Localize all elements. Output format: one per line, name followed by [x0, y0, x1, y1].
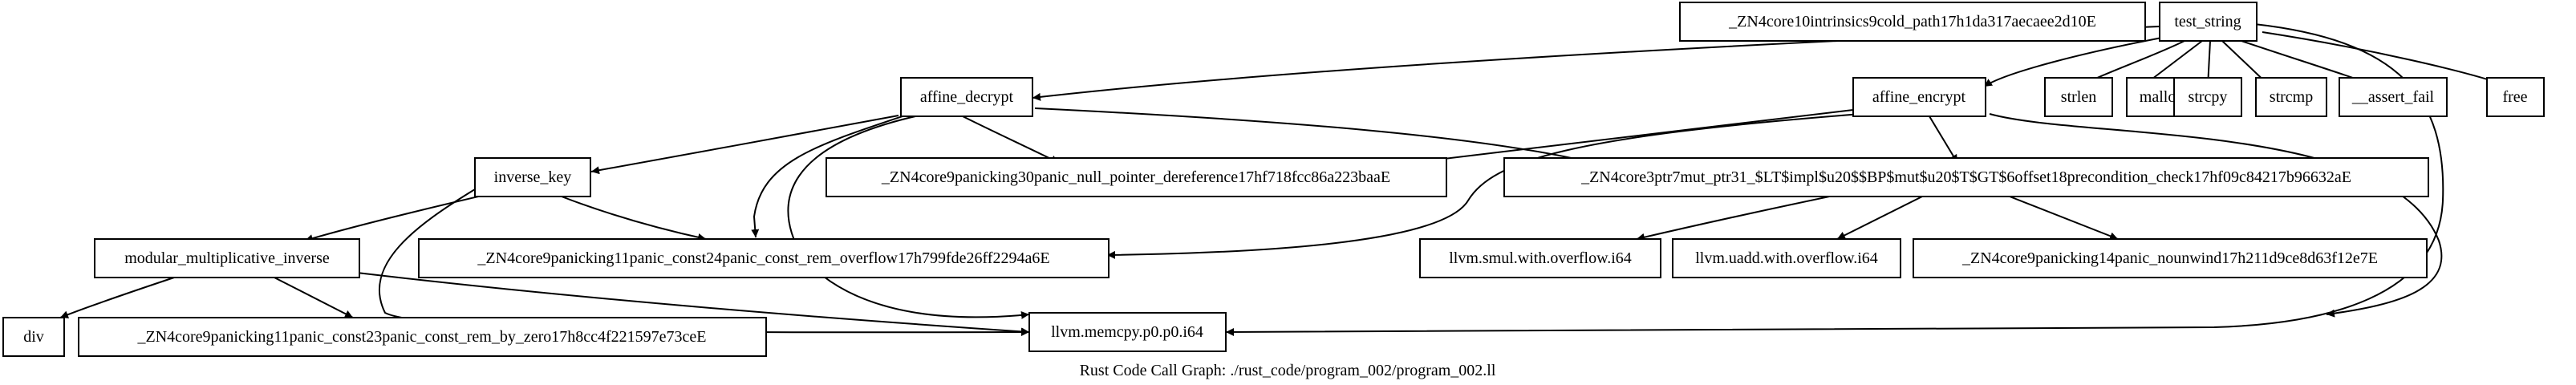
node-rem-by-zero[interactable]: _ZN4core9panicking11panic_const23panic_c…	[78, 317, 767, 357]
edge-test-string-to-affine-encrypt	[1983, 36, 2167, 87]
edge-affine-decrypt-to-precondition-check	[1034, 107, 1593, 165]
edge-mod-inv-to-rem-by-zero	[272, 276, 354, 318]
node-label: affine_decrypt	[920, 88, 1014, 106]
node-label: _ZN4core9panicking30panic_null_pointer_d…	[881, 168, 1390, 186]
edge-affine-encrypt-to-memcpy	[1989, 113, 2443, 318]
node-precondition-check[interactable]: _ZN4core3ptr7mut_ptr31_$LT$impl$u20$$BP$…	[1503, 157, 2429, 197]
node-label: div	[23, 328, 44, 346]
edge-affine-encrypt-to-null-deref	[1410, 109, 1854, 166]
node-affine-decrypt[interactable]: affine_decrypt	[900, 77, 1033, 117]
node-label: __assert_fail	[2351, 88, 2435, 106]
node-label: _ZN4core3ptr7mut_ptr31_$LT$impl$u20$$BP$…	[1580, 168, 2351, 186]
graph-caption: Rust Code Call Graph: ./rust_code/progra…	[1080, 362, 1496, 379]
edge-affine-decrypt-to-inverse-key	[590, 115, 899, 175]
edge-affine-decrypt-to-null-deref	[962, 116, 1060, 164]
node-affine-encrypt[interactable]: affine_encrypt	[1852, 77, 1986, 117]
node-label: llvm.smul.with.overflow.i64	[1449, 249, 1632, 267]
node-label: strlen	[2061, 88, 2096, 106]
node-label: llvm.uadd.with.overflow.i64	[1695, 249, 1878, 267]
node-label: _ZN4core9panicking11panic_const24panic_c…	[477, 249, 1049, 267]
node-smul-with-overflow[interactable]: llvm.smul.with.overflow.i64	[1419, 238, 1661, 278]
node-label: llvm.memcpy.p0.p0.i64	[1051, 323, 1203, 341]
edge-inverse-key-to-rem-overflow	[561, 196, 707, 241]
node-rem-overflow[interactable]: _ZN4core9panicking11panic_const24panic_c…	[418, 238, 1110, 278]
node-div[interactable]: div	[2, 317, 65, 357]
node-cold-path-intrinsic[interactable]: _ZN4core10intrinsics9cold_path17h1da317a…	[1679, 2, 2146, 42]
node-label: _ZN4core9panicking14panic_nounwind17h211…	[1961, 249, 2378, 267]
node-label: modular_multiplicative_inverse	[124, 249, 330, 267]
edge-precondition-check-to-uadd	[1836, 194, 1926, 240]
edge-precondition-check-to-smul	[1636, 194, 1838, 241]
node-label: inverse_key	[494, 168, 572, 186]
edge-affine-encrypt-to-precondition-check	[1929, 116, 1958, 164]
node-panic-nounwind[interactable]: _ZN4core9panicking14panic_nounwind17h211…	[1913, 238, 2428, 278]
node-label: test_string	[2174, 13, 2241, 30]
node-free[interactable]: free	[2486, 77, 2545, 117]
node-modular-multiplicative-inverse[interactable]: modular_multiplicative_inverse	[94, 238, 360, 278]
node-label: strcmp	[2270, 88, 2313, 106]
edge-affine-decrypt-to-rem-overflow	[751, 111, 915, 238]
edge-mod-inv-to-memcpy	[356, 272, 1030, 336]
node-label: _ZN4core9panicking11panic_const23panic_c…	[136, 328, 706, 346]
node-label: malloc	[2140, 88, 2184, 106]
node-strlen[interactable]: strlen	[2044, 77, 2113, 117]
node-strcpy[interactable]: strcpy	[2173, 77, 2242, 117]
node-label: _ZN4core10intrinsics9cold_path17h1da317a…	[1728, 13, 2096, 30]
node-assert-fail[interactable]: __assert_fail	[2339, 77, 2448, 117]
node-inverse-key[interactable]: inverse_key	[474, 157, 591, 197]
edge-affine-encrypt-to-rem-overflow	[1106, 113, 1862, 259]
node-uadd-with-overflow[interactable]: llvm.uadd.with.overflow.i64	[1672, 238, 1901, 278]
node-label: affine_encrypt	[1872, 88, 1966, 106]
edge-mod-inv-to-div	[59, 276, 177, 318]
node-label: strcpy	[2189, 88, 2228, 106]
nodes: _ZN4core10intrinsics9cold_path17h1da317a…	[2, 2, 2545, 357]
edge-precondition-check-to-nounwind	[2005, 194, 2119, 240]
node-null-pointer-dereference[interactable]: _ZN4core9panicking30panic_null_pointer_d…	[826, 157, 1447, 197]
node-label: free	[2502, 88, 2527, 106]
node-memcpy[interactable]: llvm.memcpy.p0.p0.i64	[1028, 312, 1227, 352]
node-strcmp[interactable]: strcmp	[2255, 77, 2327, 117]
node-test-string[interactable]: test_string	[2159, 2, 2258, 42]
